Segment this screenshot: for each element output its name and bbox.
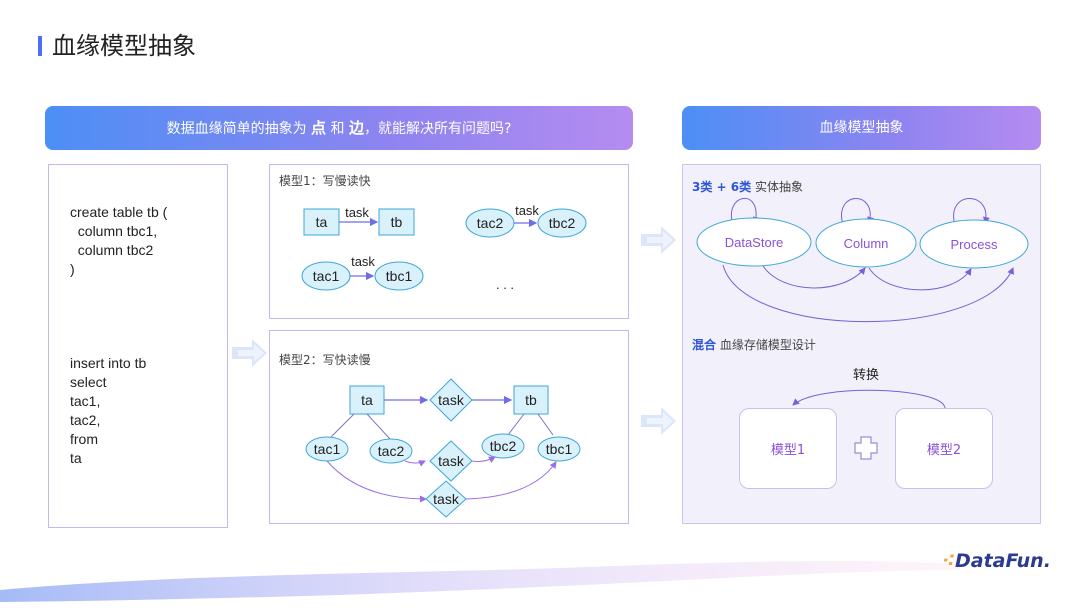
model2-title: 模型2：写快读慢 <box>279 353 371 367</box>
banner-keyword-point: 点 <box>311 119 327 137</box>
model1-diagram: ta task tb tac2 task tbc2 tac1 task tbc1… <box>301 203 587 292</box>
right-banner-text: 血缘模型抽象 <box>819 120 904 136</box>
node-tb-label: tb <box>391 214 403 230</box>
edge-label-task-1: task <box>345 205 369 220</box>
datafun-logo: ⁖DataFun. <box>942 550 1051 572</box>
model1-panel: 模型1：写慢读快 ta task tb tac2 task tbc2 tac1 … <box>269 164 629 319</box>
banner-keyword-edge: 边 <box>348 119 364 137</box>
entity-process-label: Process <box>951 237 998 252</box>
node-tac1-label: tac1 <box>313 268 340 284</box>
node-tbc1-label: tbc1 <box>386 268 413 284</box>
page-title: 血缘模型抽象 <box>52 32 196 60</box>
m2-node-tbc2-label: tbc2 <box>490 438 517 454</box>
model2-card: 模型2 <box>895 408 993 489</box>
m2-node-tb <box>513 385 549 415</box>
m2-task-mid-label: task <box>438 453 465 469</box>
mixed-heading-bold: 混合 <box>692 338 717 352</box>
m2-node-ta-label: ta <box>361 392 373 408</box>
model1-title: 模型1：写慢读快 <box>279 174 371 188</box>
entity-column <box>815 218 917 268</box>
m2-task-top <box>429 378 473 422</box>
title-accent-bar <box>38 36 42 56</box>
ellipsis: . . . <box>496 277 514 292</box>
entity-panel: 3类 + 6类 实体抽象 DataStore Column Process 混合… <box>682 164 1041 524</box>
node-tbc2-label: tbc2 <box>549 215 576 231</box>
node-tbc2 <box>537 208 587 238</box>
insert-sql: insert into tb select tac1, tac2, from t… <box>70 355 147 466</box>
banner-suffix: ，就能解决所有问题吗? <box>363 121 512 137</box>
edge-label-task-3: task <box>351 254 375 269</box>
entity-process <box>919 219 1029 269</box>
m2-task-top-label: task <box>438 392 465 408</box>
entity-column-label: Column <box>844 236 889 251</box>
flow-arrow-icon <box>641 407 676 435</box>
m2-task-bottom-label: task <box>433 491 460 507</box>
m2-node-tbc2 <box>481 433 525 459</box>
m2-task-mid <box>429 440 473 482</box>
mixed-heading-rest: 血缘存储模型设计 <box>716 338 816 352</box>
mixed-heading: 混合 血缘存储模型设计 <box>692 336 816 353</box>
right-banner: 血缘模型抽象 <box>682 106 1041 150</box>
create-table-sql: create table tb ( column tbc1, column tb… <box>70 204 168 277</box>
node-ta-label: ta <box>316 214 328 230</box>
left-banner: 数据血缘简单的抽象为 点 和 边，就能解决所有问题吗? <box>45 106 633 150</box>
model2-diagram: ta task tb tac1 tac2 tbc2 tbc1 task task <box>305 378 581 518</box>
m2-node-tbc1 <box>537 436 581 462</box>
entity-datastore-label: DataStore <box>725 235 784 250</box>
convert-label: 转换 <box>853 368 880 383</box>
bottom-wave-decoration <box>0 561 960 602</box>
sql-panel: create table tb ( column tbc1, column tb… <box>48 164 228 528</box>
m2-node-tac2 <box>369 438 413 464</box>
entity-heading-rest: 实体抽象 <box>751 180 803 194</box>
m2-node-tac2-label: tac2 <box>378 443 405 459</box>
model1-card: 模型1 <box>739 408 837 489</box>
entity-datastore <box>696 217 812 267</box>
flow-arrow-icon <box>232 339 267 367</box>
convert-arrow <box>792 389 946 460</box>
entity-heading: 3类 + 6类 实体抽象 <box>692 178 803 195</box>
edge-label-task-2: task <box>515 203 539 218</box>
node-tac2-label: tac2 <box>477 215 504 231</box>
entity-heading-bold: 3类 + 6类 <box>692 180 752 194</box>
m2-node-tb-label: tb <box>525 392 537 408</box>
node-tbc1 <box>374 261 424 291</box>
plus-icon <box>854 436 878 460</box>
logo-mark-icon: ⁖ <box>942 550 955 572</box>
banner-prefix: 数据血缘简单的抽象为 <box>166 121 312 137</box>
model2-panel: 模型2：写快读慢 ta task tb tac1 tac2 tbc2 <box>269 330 629 524</box>
m2-node-tbc1-label: tbc1 <box>546 441 573 457</box>
logo-text: DataFun. <box>955 550 1051 572</box>
entity-diagram: DataStore Column Process <box>696 197 1029 323</box>
node-tb <box>378 208 415 236</box>
flow-arrow-icon <box>641 226 676 254</box>
banner-mid: 和 <box>326 121 349 137</box>
m2-task-bottom <box>425 480 467 518</box>
m2-node-tac1-label: tac1 <box>314 441 341 457</box>
